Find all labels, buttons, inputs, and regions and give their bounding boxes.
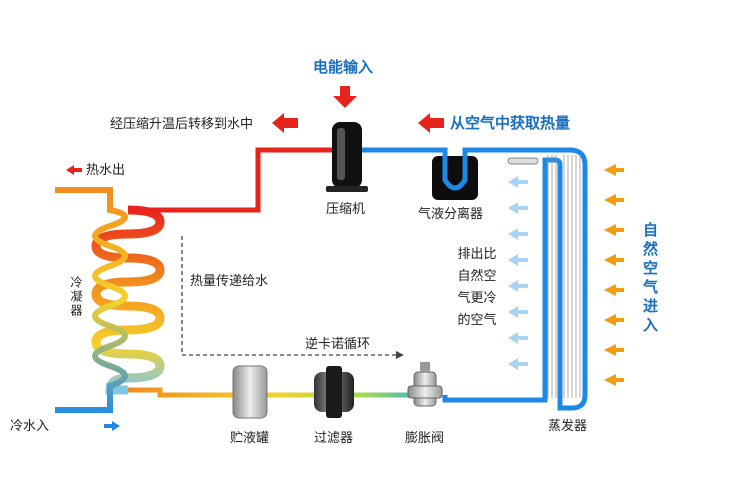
natural-air-in-label: 自然空气进入 [641, 222, 659, 336]
air-in-arrows [604, 164, 624, 386]
arrow-power-in [333, 86, 357, 108]
compressor-label: 压缩机 [326, 202, 366, 217]
arrow-heat-to-water [272, 113, 298, 133]
power-input-label: 电能输入 [313, 58, 374, 76]
filter-label: 过滤器 [314, 431, 354, 446]
receiver-shape [232, 365, 268, 419]
heat-to-water-label: 热量传递给水 [190, 274, 269, 289]
arrow-heat-from-air [418, 113, 444, 133]
arrow-cold-in [112, 421, 120, 431]
liquid-line [128, 387, 420, 398]
water-pipe [55, 187, 128, 413]
expansion-valve-label: 膨胀阀 [405, 431, 445, 446]
cold-water-in-label: 冷水入 [10, 419, 50, 434]
condenser-coil [91, 205, 165, 395]
sensor-bulb [507, 157, 539, 165]
filter-shape [314, 366, 354, 418]
air-out-arrows [508, 176, 528, 370]
compressor-shape [326, 122, 368, 192]
evaporator-tubes [543, 160, 587, 408]
arrow-cold-in-tail [104, 424, 112, 428]
hot-refrigerant-pipe [128, 147, 332, 213]
expansion-valve-shape [407, 362, 443, 407]
separator-label: 气液分离器 [418, 207, 484, 222]
evaporator-pipe-top [442, 147, 588, 411]
evaporator-label: 蒸发器 [548, 419, 588, 434]
heat-from-air-label: 从空气中获取热量 [450, 114, 571, 132]
hot-water-out-label: 热水出 [86, 163, 126, 178]
separator-shape [432, 150, 478, 200]
arrow-hot-out [66, 165, 74, 175]
condenser-label: 冷凝器 [69, 276, 83, 318]
receiver-label: 贮液罐 [230, 431, 270, 446]
heat-flow-dashed [181, 236, 396, 356]
exhaust-air-label: 排出比自然空气更冷的空气 [457, 247, 497, 328]
heat-transfer-note: 经压缩升温后转移到水中 [110, 117, 254, 132]
evaporator-fins [547, 155, 581, 398]
heat-flow-arrowhead [396, 351, 404, 359]
arrow-hot-out-tail [74, 168, 82, 172]
reverse-carnot-label: 逆卡诺循环 [305, 337, 371, 352]
